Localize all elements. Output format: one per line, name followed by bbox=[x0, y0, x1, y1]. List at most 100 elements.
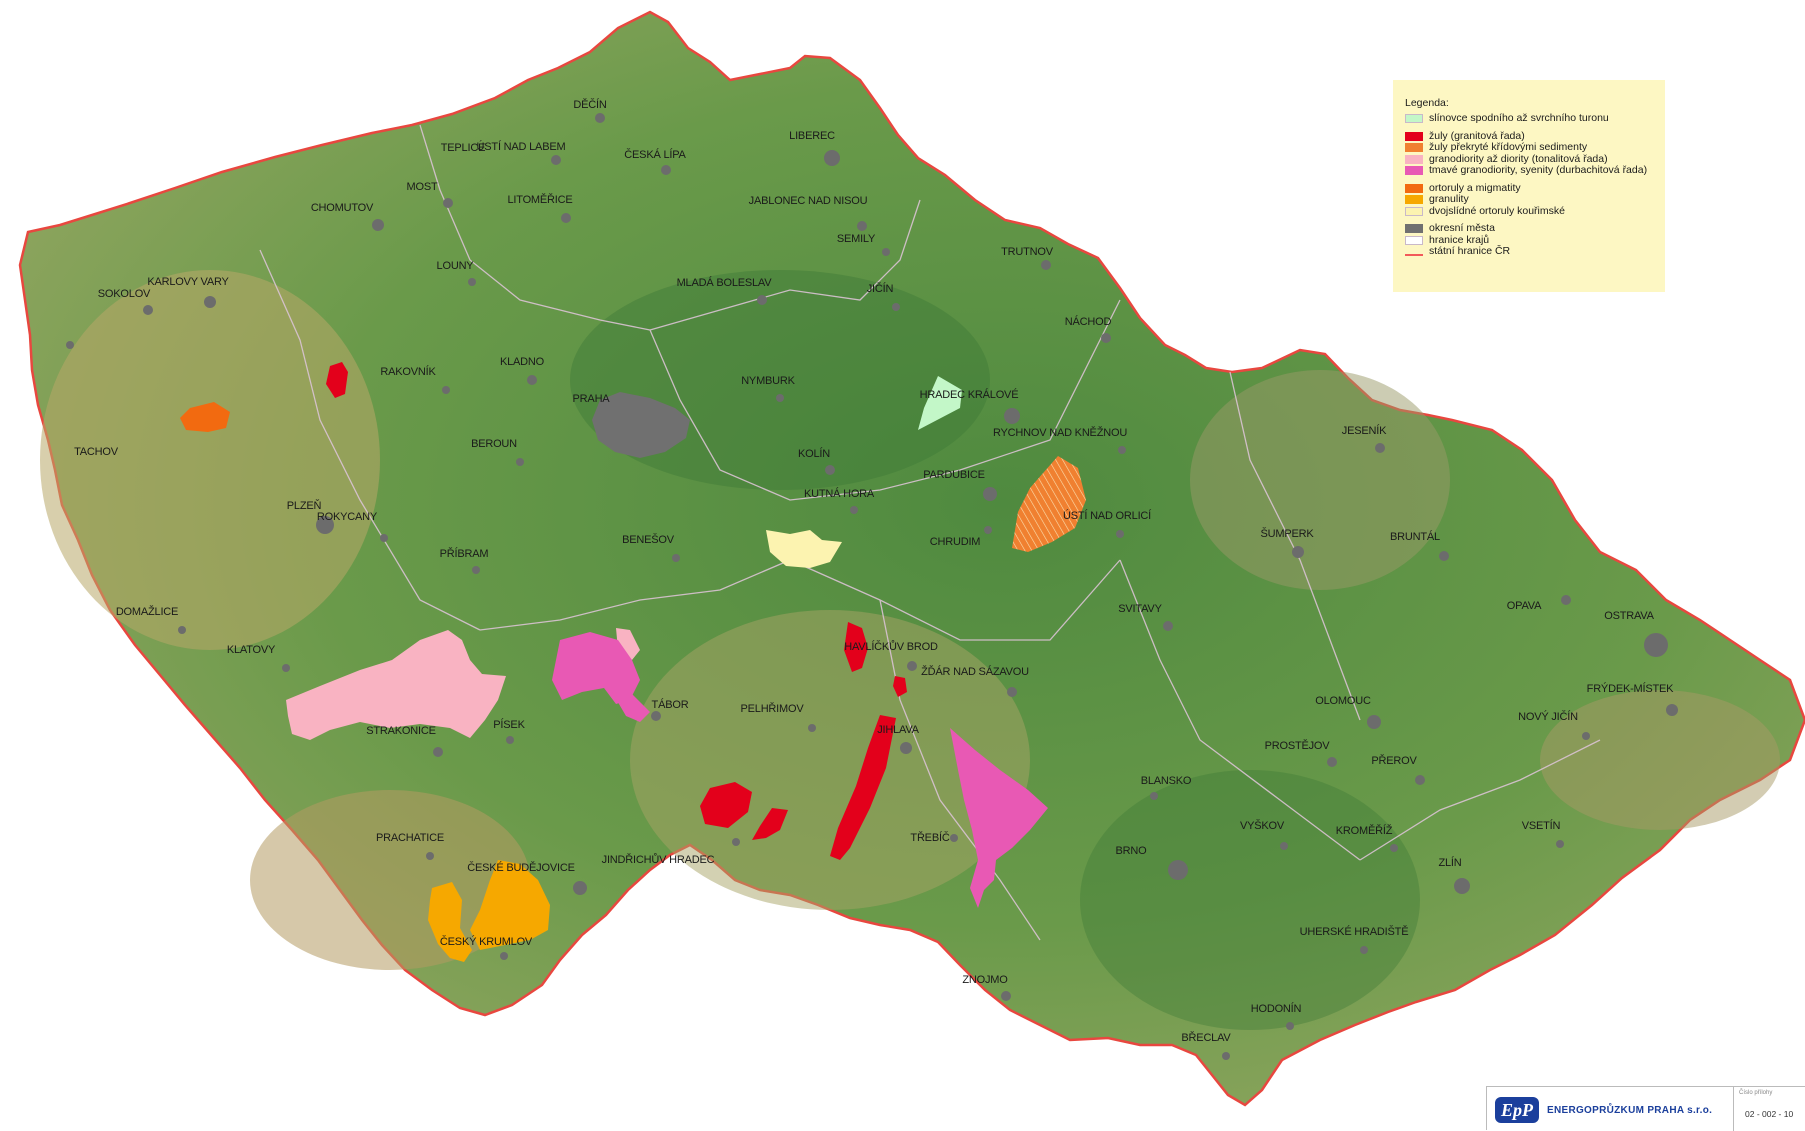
geology-granite-jihlava bbox=[830, 715, 896, 860]
city-label: HODONÍN bbox=[1251, 1002, 1302, 1015]
city-label: ŽĎÁR NAD SÁZAVOU bbox=[921, 665, 1029, 678]
district-town-markers bbox=[66, 113, 1678, 1060]
legend-swatch bbox=[1405, 183, 1423, 193]
legend: Legenda: slínovce spodního až svrchního … bbox=[1393, 80, 1665, 292]
city-label: KLATOVY bbox=[227, 644, 276, 656]
city-label: JINDŘICHŮV HRADEC bbox=[602, 853, 715, 866]
legend-swatch bbox=[1405, 143, 1423, 153]
city-label: PELHŘIMOV bbox=[741, 702, 805, 715]
city-label: BRNO bbox=[1116, 845, 1148, 857]
attachment-caption: Číslo přílohy bbox=[1739, 1090, 1773, 1096]
city-label: TÁBOR bbox=[652, 698, 689, 711]
city-label: OLOMOUC bbox=[1315, 695, 1371, 707]
city-label: CHOMUTOV bbox=[311, 202, 374, 214]
legend-label: hranice krajů bbox=[1429, 233, 1490, 246]
legend-group-sediments: slínovce spodního až svrchního turonu bbox=[1405, 113, 1653, 125]
legend-group-metamorphics: ortoruly a migmatity granulity dvojslídn… bbox=[1405, 181, 1653, 218]
geology-orthogneiss-west bbox=[180, 402, 230, 432]
city-label: ČESKÁ LÍPA bbox=[624, 148, 686, 161]
geology-granulite-krumlov bbox=[470, 860, 550, 950]
legend-swatch bbox=[1405, 166, 1423, 176]
legend-swatch bbox=[1405, 154, 1423, 164]
city-label: DOMAŽLICE bbox=[116, 605, 178, 618]
city-label: ČESKÝ KRUMLOV bbox=[440, 935, 533, 948]
city-label: HRADEC KRÁLOVÉ bbox=[920, 388, 1019, 401]
geology-granite-west bbox=[326, 362, 348, 398]
city-label: JIHLAVA bbox=[877, 724, 919, 736]
city-label: LOUNY bbox=[437, 260, 475, 272]
city-label: CHRUDIM bbox=[930, 536, 981, 548]
legend-item: tmavé granodiority, syenity (durbachitov… bbox=[1405, 165, 1653, 177]
city-label: KOLÍN bbox=[798, 447, 830, 460]
geology-durbachite-tabor bbox=[552, 632, 640, 704]
legend-item: ortoruly a migmatity bbox=[1405, 181, 1653, 195]
city-label: ÚSTÍ NAD ORLICÍ bbox=[1063, 509, 1152, 522]
title-block: EpP ENERGOPRŮZKUM PRAHA s.r.o. Číslo pří… bbox=[1486, 1086, 1805, 1131]
legend-group-granitoids: žuly (granitová řada) žuly překryté kříd… bbox=[1405, 130, 1653, 177]
city-label: JESENÍK bbox=[1342, 424, 1387, 437]
legend-item: žuly překryté křídovými sedimenty bbox=[1405, 142, 1653, 154]
city-label: TRUTNOV bbox=[1001, 246, 1054, 258]
geology-granite-small bbox=[893, 676, 907, 697]
city-label: UHERSKÉ HRADIŠTĚ bbox=[1300, 925, 1409, 938]
city-label: VYŠKOV bbox=[1240, 819, 1285, 832]
city-label: PRACHATICE bbox=[376, 832, 444, 844]
legend-swatch bbox=[1405, 248, 1423, 256]
city-label: PARDUBICE bbox=[923, 469, 985, 481]
highland-vysocina bbox=[630, 610, 1030, 910]
legend-label: okresní města bbox=[1429, 222, 1495, 235]
geology-granite-under-cretaceous bbox=[1012, 456, 1086, 552]
city-label: RYCHNOV NAD KNĚŽNOU bbox=[993, 426, 1127, 439]
legend-label: státní hranice ČR bbox=[1429, 245, 1511, 258]
legend-item: dvojslídné ortoruly kouřimské bbox=[1405, 204, 1653, 218]
city-label: KARLOVY VARY bbox=[147, 276, 229, 288]
legend-swatch bbox=[1405, 206, 1423, 216]
city-label: PŘEROV bbox=[1371, 754, 1417, 767]
legend-swatch bbox=[1405, 114, 1423, 124]
city-label: BŘECLAV bbox=[1181, 1031, 1231, 1044]
highland-northeast bbox=[1190, 370, 1450, 590]
footer-divider bbox=[1733, 1087, 1734, 1131]
city-label: MOST bbox=[407, 181, 438, 193]
geology-kourim-orthogneiss bbox=[766, 530, 842, 568]
geology-granite-jindrichuv-2 bbox=[752, 808, 788, 840]
legend-label: ortoruly a migmatity bbox=[1429, 181, 1521, 194]
geology-granite-jindrichuv bbox=[700, 782, 752, 828]
legend-title: Legenda: bbox=[1405, 97, 1449, 109]
legend-swatch bbox=[1405, 224, 1423, 234]
city-label: SEMILY bbox=[837, 233, 876, 245]
company-name: ENERGOPRŮZKUM PRAHA s.r.o. bbox=[1547, 1105, 1713, 1116]
geology-granite-havlickuv bbox=[844, 622, 868, 672]
city-label: SVITAVY bbox=[1118, 603, 1162, 615]
geology-durbachite-trebic bbox=[950, 728, 1048, 908]
city-label: ZNOJMO bbox=[962, 974, 1008, 986]
city-label: ŠUMPERK bbox=[1261, 527, 1315, 540]
city-label: TACHOV bbox=[74, 446, 119, 458]
city-label: OPAVA bbox=[1507, 600, 1542, 612]
legend-group-map-features: okresní města hranice krajů státní hrani… bbox=[1405, 223, 1653, 258]
legend-label: dvojslídné ortoruly kouřimské bbox=[1429, 204, 1565, 217]
city-label: JABLONEC NAD NISOU bbox=[749, 195, 868, 207]
city-label: TŘEBÍČ bbox=[910, 831, 949, 844]
city-label: VSETÍN bbox=[1522, 819, 1561, 832]
city-label: ROKYCANY bbox=[317, 511, 378, 523]
city-label: HAVLÍČKŮV BROD bbox=[844, 640, 938, 653]
legend-item: granodiority až diority (tonalitová řada… bbox=[1405, 152, 1653, 166]
city-area-praha bbox=[592, 392, 690, 458]
legend-item: státní hranice ČR bbox=[1405, 246, 1653, 258]
legend-item: slínovce spodního až svrchního turonu bbox=[1405, 113, 1653, 125]
city-label: TEPLICE bbox=[441, 142, 485, 154]
city-label: MLADÁ BOLESLAV bbox=[677, 276, 773, 289]
legend-label: granodiority až diority (tonalitová řada… bbox=[1429, 152, 1608, 165]
city-label: RAKOVNÍK bbox=[380, 365, 436, 378]
city-label: BEROUN bbox=[471, 438, 517, 450]
city-label: PRAHA bbox=[573, 393, 611, 405]
city-label: NOVÝ JIČÍN bbox=[1518, 710, 1578, 723]
legend-label: tmavé granodiority, syenity (durbachitov… bbox=[1429, 164, 1648, 177]
city-label: LITOMĚŘICE bbox=[507, 193, 572, 206]
city-label: NYMBURK bbox=[741, 375, 795, 387]
highland-west bbox=[40, 270, 380, 650]
legend-swatch bbox=[1405, 235, 1423, 245]
city-label: PŘÍBRAM bbox=[440, 547, 489, 560]
